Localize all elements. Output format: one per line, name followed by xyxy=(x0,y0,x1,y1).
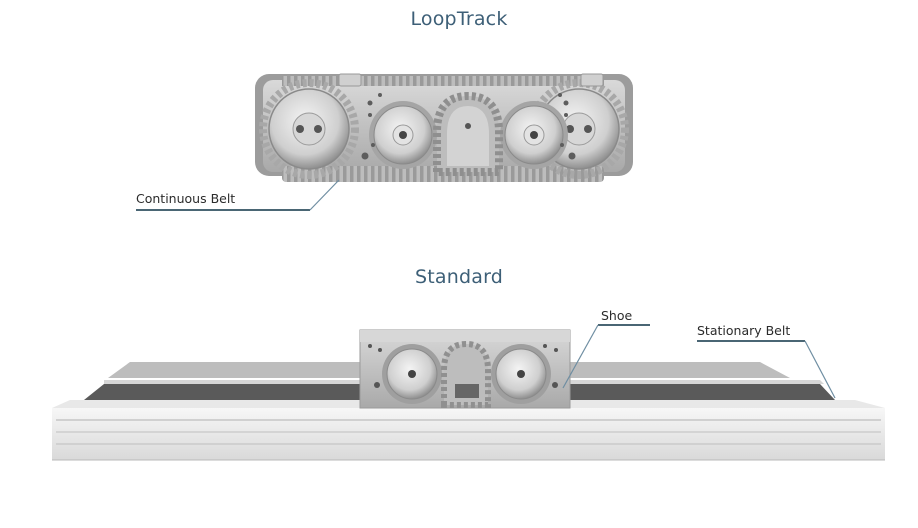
continuous-belt-label: Continuous Belt xyxy=(136,191,236,206)
continuous-belt-leader xyxy=(136,179,340,211)
left-belt-wrap xyxy=(259,79,359,179)
looptrack-top-belt xyxy=(282,76,604,86)
looptrack-title: LoopTrack xyxy=(410,8,508,30)
stationary-belt-leader xyxy=(697,340,836,399)
stationary-belt-label: Stationary Belt xyxy=(697,323,791,338)
standard-assembly xyxy=(52,329,885,461)
base-extrusion xyxy=(52,408,885,460)
looptrack-bottom-belt xyxy=(282,166,604,182)
right-belt-wrap xyxy=(529,79,629,179)
shoe-leader xyxy=(562,324,650,389)
standard-title: Standard xyxy=(414,266,504,288)
looptrack-module xyxy=(255,73,633,182)
shoe-label: Shoe xyxy=(601,308,633,323)
